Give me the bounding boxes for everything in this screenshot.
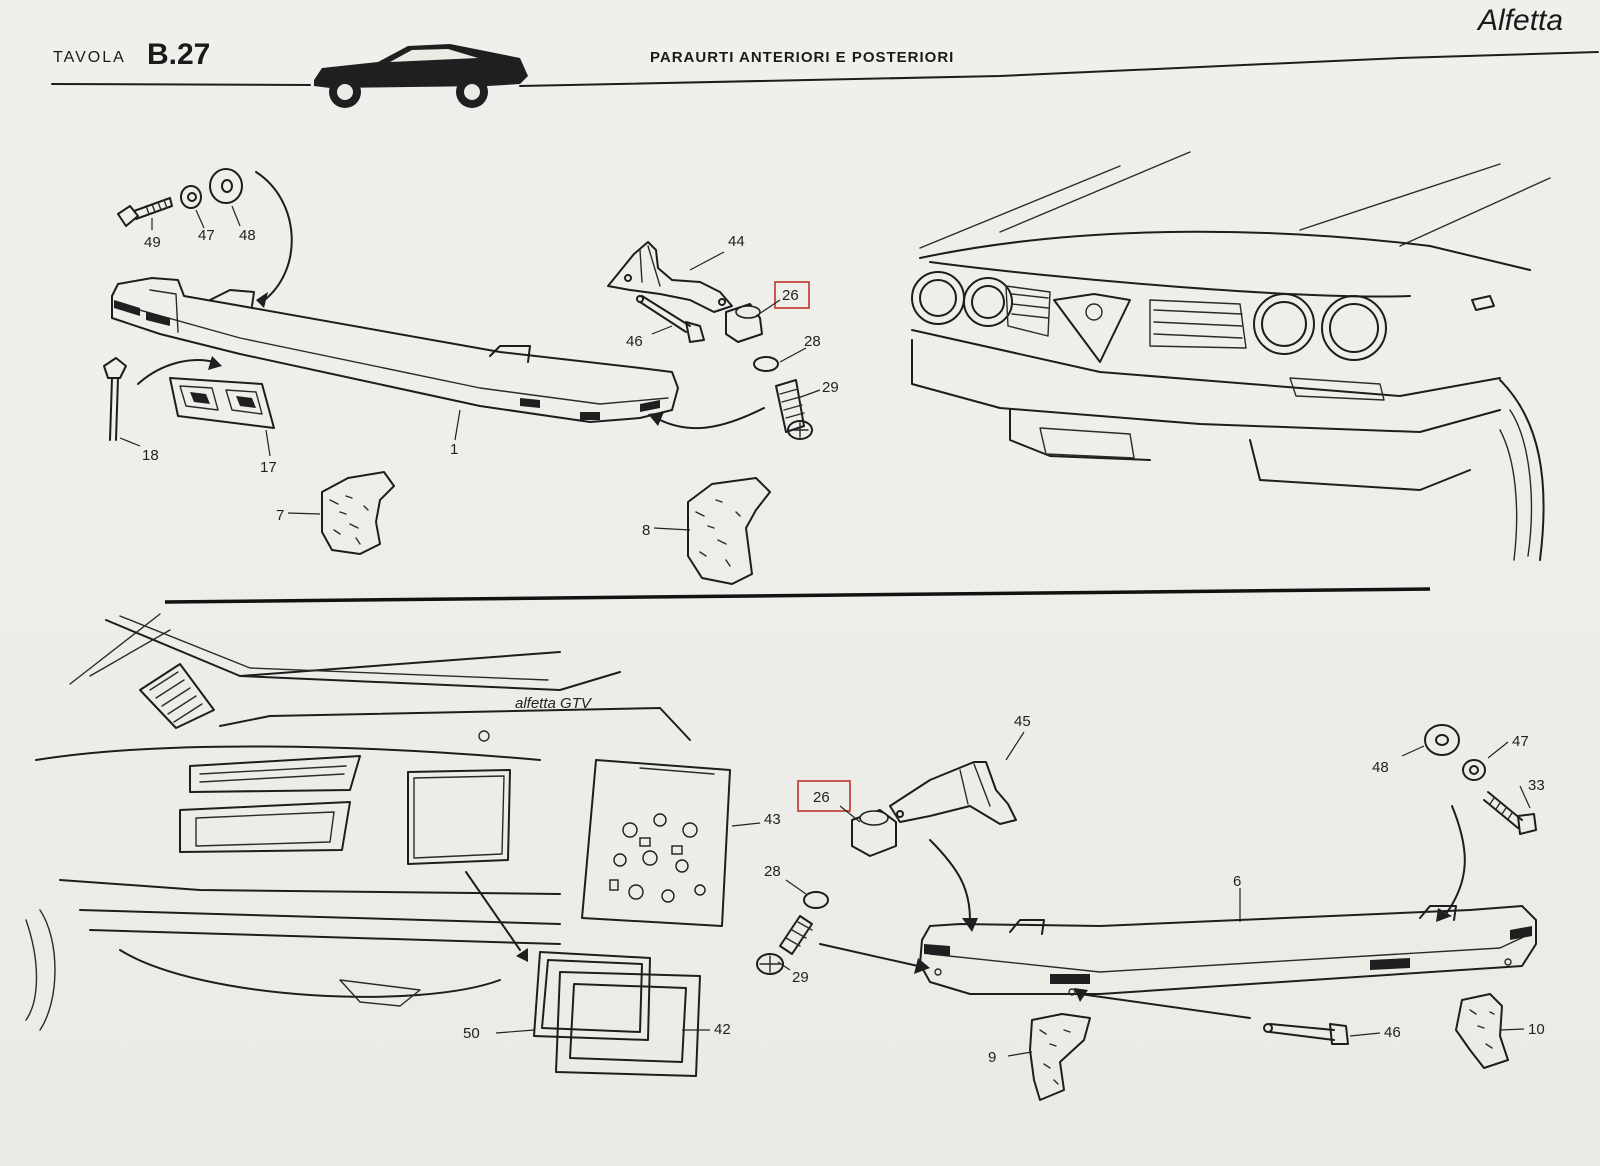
rubber-bushing-26-rear-icon [851, 809, 897, 857]
rear-bumper-assembly: alfetta GTV [25, 613, 1537, 1101]
highlight-box-26-rear [797, 780, 851, 812]
callout-46-rear: 46 [1384, 1024, 1401, 1041]
callout-29-front: 29 [822, 379, 839, 396]
assembly-arrow [465, 871, 521, 951]
callout-6: 6 [1233, 873, 1241, 890]
front-car-perspective-drawing [911, 151, 1551, 561]
callout-29-rear: 29 [792, 969, 809, 986]
bumper-guard-9-icon [1029, 1013, 1091, 1101]
tavola-label: TAVOLA [53, 49, 126, 66]
bumper-guard-7-icon [321, 471, 395, 555]
cap-28-rear-icon [803, 891, 829, 909]
callout-17: 17 [260, 459, 277, 476]
bolt-33-icon [1483, 791, 1537, 835]
rear-badge-script: alfetta GTV [515, 695, 593, 712]
car-silhouette-icon [314, 44, 528, 108]
callout-leaders [119, 205, 1531, 1057]
callout-43: 43 [764, 811, 781, 828]
rear-bumper-bar-6 [919, 905, 1537, 996]
callout-48-rear: 48 [1372, 759, 1389, 776]
section-title: PARAURTI ANTERIORI E POSTERIORI [650, 49, 954, 66]
callout-44: 44 [728, 233, 745, 250]
assembly-arrow [1079, 993, 1251, 1019]
rear-car-perspective-drawing: alfetta GTV [25, 613, 691, 1031]
front-bumper-assembly [103, 151, 1551, 585]
callout-47: 47 [198, 227, 215, 244]
callout-50: 50 [463, 1025, 480, 1042]
assembly-arrow [137, 359, 215, 385]
rear-vent-icon [139, 663, 215, 729]
callout-1: 1 [450, 441, 458, 458]
bumper-guard-10-icon [1455, 993, 1509, 1069]
callout-labels: 49 47 48 44 26 46 28 29 18 17 1 7 8 45 4… [142, 227, 1545, 1066]
bolt-46-front-icon [636, 295, 705, 343]
callout-47-rear: 47 [1512, 733, 1529, 750]
bolt-46-rear-icon [1263, 1023, 1349, 1045]
callout-18: 18 [142, 447, 159, 464]
header-rule [51, 51, 1599, 87]
cap-28-front-icon [753, 356, 779, 372]
section-divider [164, 587, 1431, 604]
callout-9: 9 [988, 1049, 996, 1066]
callout-26-front: 26 [782, 287, 799, 304]
seal-frame-50-42-icon [533, 951, 701, 1077]
callout-48: 48 [239, 227, 256, 244]
header: TAVOLA B.27 PARAURTI ANTERIORI E POSTERI… [51, 4, 1599, 108]
bolt-49-icon [117, 197, 173, 227]
bumper-guard-8-icon [687, 477, 771, 585]
callout-45: 45 [1014, 713, 1031, 730]
assembly-arrow [1445, 805, 1466, 915]
callout-46-front: 46 [626, 333, 643, 350]
rivet-18-icon [103, 357, 127, 441]
brand-logo-script: Alfetta [1476, 4, 1563, 37]
callout-7: 7 [276, 507, 284, 524]
assembly-arrow [819, 943, 919, 967]
washer-48-icon [209, 168, 243, 204]
plate-code: B.27 [147, 38, 210, 71]
highlight-box-26-front [774, 281, 810, 309]
callout-49: 49 [144, 234, 161, 251]
assembly-arrow [929, 839, 971, 921]
washer-47-icon [180, 185, 202, 209]
fastener-bag-43-icon [581, 759, 731, 927]
callout-33: 33 [1528, 777, 1545, 794]
washer-48-rear-icon [1424, 724, 1460, 756]
bolt-29-front-icon [775, 379, 813, 440]
callout-28-rear: 28 [764, 863, 781, 880]
callout-10: 10 [1528, 1021, 1545, 1038]
assembly-arrow [659, 407, 765, 430]
bracket-44-icon [607, 241, 733, 313]
plate-bracket-17-icon [169, 377, 275, 429]
front-bumper-bar-1 [111, 277, 679, 423]
callout-8: 8 [642, 522, 650, 539]
bracket-45-icon [889, 761, 1017, 825]
bolt-29-rear-icon [756, 915, 813, 975]
rubber-bushing-26-icon [725, 303, 763, 343]
assembly-arrow [255, 171, 293, 303]
washer-47-rear-icon [1462, 759, 1486, 781]
callout-28-front: 28 [804, 333, 821, 350]
callout-26-rear: 26 [813, 789, 830, 806]
callout-42: 42 [714, 1021, 731, 1038]
